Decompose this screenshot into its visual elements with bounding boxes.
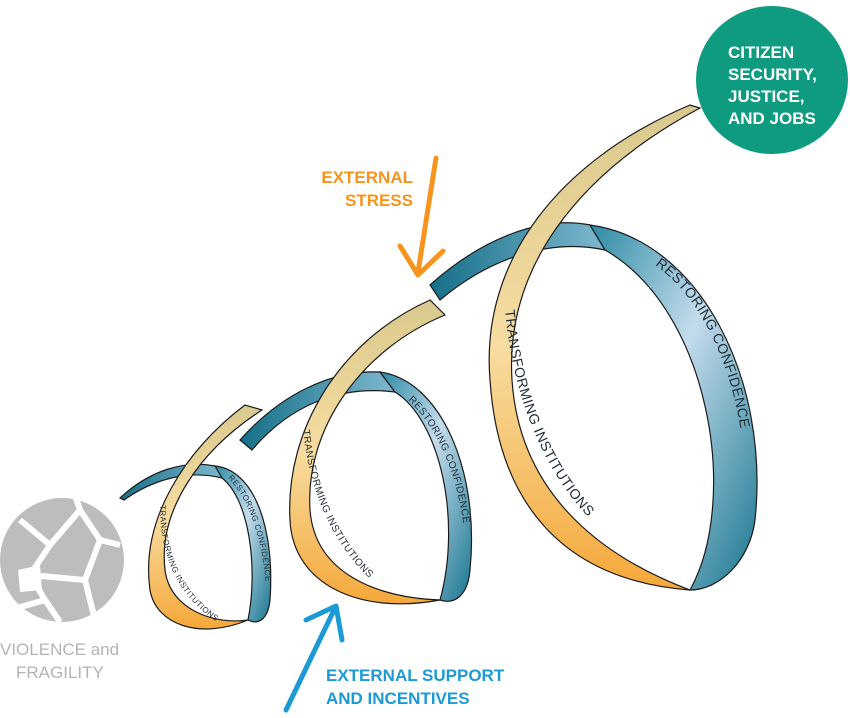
goal-line-1: CITIZEN: [728, 43, 794, 62]
goal-line-2: SECURITY,: [728, 65, 817, 84]
external-stress-line-2: STRESS: [345, 191, 413, 210]
external-stress-arrow: [397, 155, 446, 278]
external-support-line-1: EXTERNAL SUPPORT: [326, 666, 505, 685]
ribbon-back-blue: [118, 222, 758, 623]
origin-line-2: FRAGILITY: [16, 663, 104, 682]
external-support-arrow: [283, 603, 345, 713]
external-support-line-2: AND INCENTIVES: [326, 689, 470, 708]
fragility-icon: [0, 494, 124, 624]
goal-line-3: JUSTICE,: [728, 87, 805, 106]
ribbon-front-gold: [148, 104, 702, 630]
goal-circle-shape: [696, 6, 848, 154]
goal-circle: CITIZEN SECURITY, JUSTICE, AND JOBS: [696, 6, 848, 154]
origin-line-1: VIOLENCE and: [0, 640, 119, 659]
external-stress-line-1: EXTERNAL: [321, 168, 413, 187]
goal-line-4: AND JOBS: [728, 109, 816, 128]
